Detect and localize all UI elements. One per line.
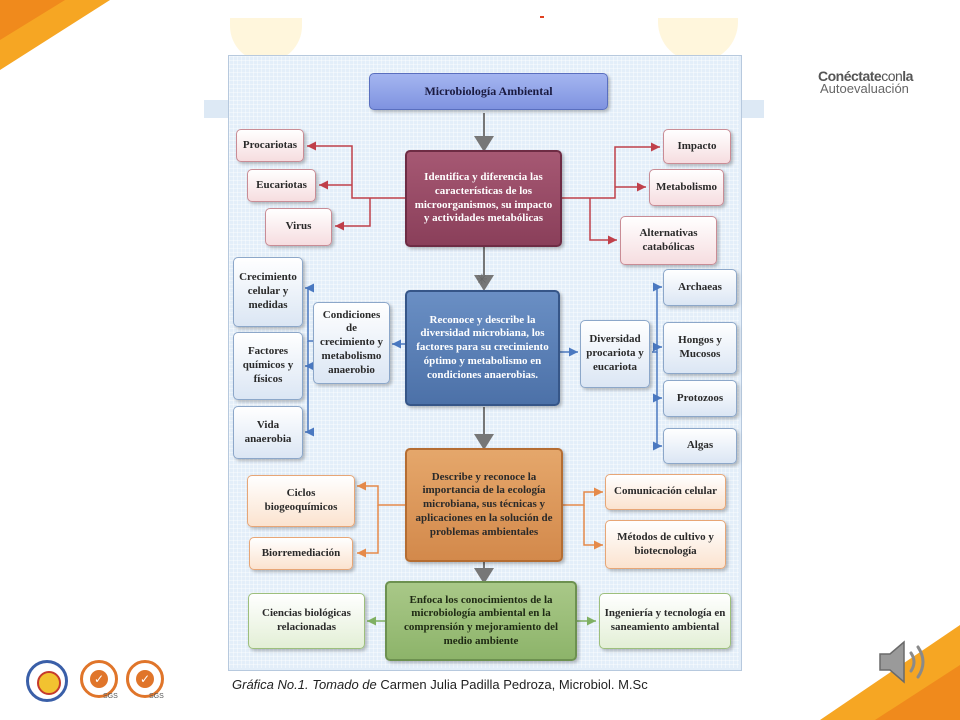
node-diversidad-procariota: Diversidad procariota y eucariota xyxy=(580,320,650,388)
node-procariotas: Procariotas xyxy=(236,129,304,162)
node-ciclos-biogeoquimicos: Ciclos biogeoquímicos xyxy=(247,475,355,527)
caption-author: Carmen Julia Padilla Pedroza, Microbiol.… xyxy=(376,677,648,692)
figure-caption: Gráfica No.1. Tomado de Carmen Julia Pad… xyxy=(232,677,648,692)
central-node-describe: Describe y reconoce la importancia de la… xyxy=(405,448,563,562)
central-node-reconoce: Reconoce y describe la diversidad microb… xyxy=(405,290,560,406)
autoevaluacion-label: Autoevaluación xyxy=(820,81,909,96)
node-ingenieria-tecnologia: Ingeniería y tecnología en saneamiento a… xyxy=(599,593,731,649)
institution-seal xyxy=(26,660,68,702)
sgs-certification-seal-2: ✓ xyxy=(126,660,164,698)
check-icon: ✓ xyxy=(136,670,154,688)
sparkle-icon: ✳ xyxy=(476,272,488,288)
red-mark xyxy=(540,16,544,18)
node-alternativas-catabolicas: Alternativas catabólicas xyxy=(620,216,717,265)
sgs-label-1: SGS xyxy=(103,693,118,700)
node-impacto: Impacto xyxy=(663,129,731,164)
check-icon: ✓ xyxy=(90,670,108,688)
central-node-identifica: Identifica y diferencia las característi… xyxy=(405,150,562,247)
node-comunicacion-celular: Comunicación celular xyxy=(605,474,726,510)
node-vida-anaerobia: Vida anaerobia xyxy=(233,406,303,459)
node-metabolismo: Metabolismo xyxy=(649,169,724,206)
sgs-label-2: SGS xyxy=(149,693,164,700)
node-ciencias-biologicas: Ciencias biológicas relacionadas xyxy=(248,593,365,649)
conectate-logo: Conéctateconla xyxy=(818,68,913,84)
node-biorremediacion: Biorremediación xyxy=(249,537,353,570)
node-metodos-cultivo: Métodos de cultivo y biotecnología xyxy=(605,520,726,569)
diagram-title: Microbiología Ambiental xyxy=(369,73,608,110)
sgs-certification-seal-1: ✓ xyxy=(80,660,118,698)
central-node-enfoca: Enfoca los conocimientos de la microbiol… xyxy=(385,581,577,661)
node-protozoos: Protozoos xyxy=(663,380,737,417)
node-hongos-mucosos: Hongos y Mucosos xyxy=(663,322,737,374)
speaker-icon[interactable] xyxy=(874,636,936,688)
node-archaeas: Archaeas xyxy=(663,269,737,306)
node-condiciones-crecimiento: Condiciones de crecimiento y metabolismo… xyxy=(313,302,390,384)
seal-emblem-icon xyxy=(37,671,61,695)
node-virus: Virus xyxy=(265,208,332,246)
node-factores-quimicos: Factores químicos y físicos xyxy=(233,332,303,400)
node-eucariotas: Eucariotas xyxy=(247,169,316,202)
corner-decoration-bottom-right-inner xyxy=(875,665,960,720)
node-algas: Algas xyxy=(663,428,737,464)
corner-decoration-top-left-inner xyxy=(0,0,65,40)
caption-italic: Gráfica No.1. Tomado de xyxy=(232,677,377,692)
node-crecimiento-celular: Crecimiento celular y medidas xyxy=(233,257,303,327)
